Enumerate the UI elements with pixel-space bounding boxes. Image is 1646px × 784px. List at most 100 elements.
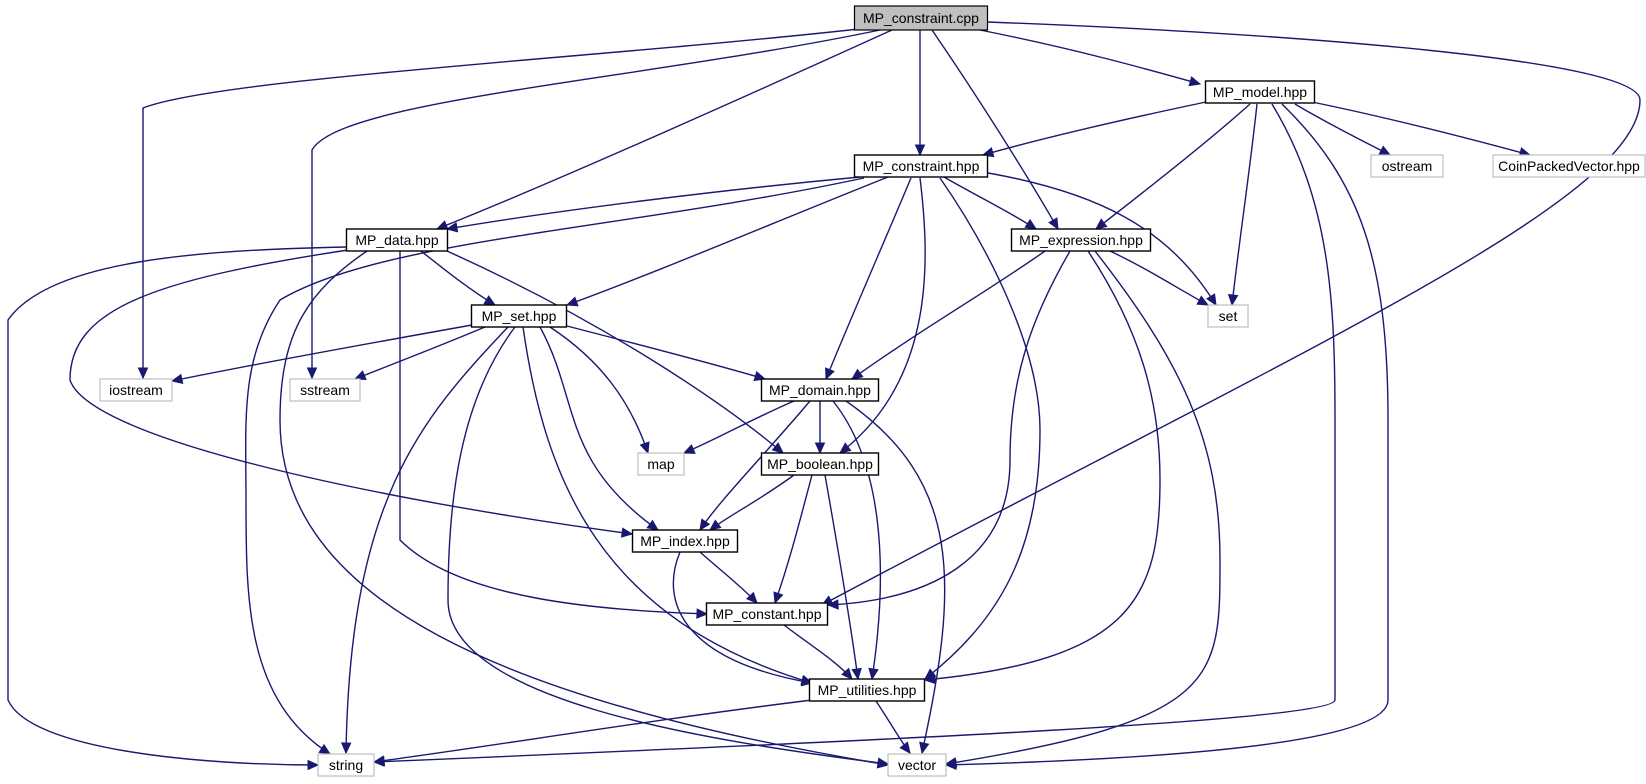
arrowhead-icon [851,368,864,380]
node-box [345,228,449,252]
arrowhead-icon [841,667,853,680]
node-label: MP_data.hpp [355,232,438,248]
edge-line [354,326,486,380]
edge-mp_set_hpp-to-mp_domain_hpp [566,325,767,382]
arrowhead-icon [914,144,926,157]
edge-mp_boolean_hpp-to-mp_utilities_hpp [824,474,862,681]
node-map: map [637,452,685,476]
edge-line [774,474,813,604]
node-label: MP_index.hpp [640,533,730,549]
edge-line [672,551,813,684]
arrowhead-icon [923,673,936,685]
node-set: set [1207,304,1249,328]
edge-line [1109,250,1209,306]
edge-line [821,21,1641,606]
edge-mp_model_hpp-to-set [1227,103,1258,307]
node-box [1010,228,1152,252]
edge-line [446,176,861,230]
node-label: ostream [1382,158,1433,174]
node-mp-constraint-cpp[interactable]: MP_constraint.cpp [853,5,989,31]
edge-mp_set_hpp-to-iostream [170,324,473,385]
edge-mp_boolean_hpp-to-mp_index_hpp [709,474,795,531]
node-box [637,452,685,476]
edge-line [851,250,1046,380]
arrowhead-icon [639,441,650,455]
arrowhead-icon [771,442,784,454]
node-box [808,678,926,702]
edge-line [522,326,813,684]
edge-line [244,177,865,755]
node-mp-boolean-hpp[interactable]: MP_boolean.hpp [760,452,880,476]
edge-mp_set_hpp-to-mp_index_hpp [539,326,659,531]
edge-line [373,699,813,763]
edge-line [824,474,859,680]
edge-line [142,27,869,378]
edge-mp_constraint_cpp-to-iostream [137,27,869,380]
arrowhead-icon [1196,295,1210,306]
edge-line [311,29,881,378]
edge-line [683,400,795,454]
edge-mp_expression_hpp-to-mp_utilities_hpp [923,250,1161,685]
edge-mp_boolean_hpp-to-mp_constant_hpp [773,474,813,605]
edges-layer [7,21,1641,771]
node-mp-domain-hpp[interactable]: MP_domain.hpp [760,378,880,402]
node-label: MP_constraint.cpp [863,10,979,26]
edge-mp_constraint_hpp-to-mp_data_hpp [445,176,861,233]
edge-line [549,326,649,454]
edge-mp_constraint_hpp-to-mp_expression_hpp [943,176,1038,230]
edge-mp_constraint_hpp-to-mp_boolean_hpp [839,177,926,454]
edge-line [1294,103,1391,156]
edge-line [69,249,633,535]
node-iostream: iostream [99,378,173,402]
node-mp-expression-hpp[interactable]: MP_expression.hpp [1010,228,1152,252]
arrowhead-icon [851,667,862,681]
node-label: map [647,456,674,472]
edge-line [436,29,893,230]
edge-line [171,324,473,382]
edge-mp_constraint_hpp-to-mp_domain_hpp [825,177,912,381]
node-label: MP_constraint.hpp [863,158,980,174]
edge-line [943,176,1037,230]
arrowhead-icon [340,742,352,755]
arrowhead-icon [696,608,709,619]
arrowhead-icon [1024,218,1038,230]
node-label: MP_set.hpp [482,308,557,324]
node-coinpackedvector-hpp: CoinPackedVector.hpp [1492,154,1646,178]
node-box [99,378,173,402]
edge-mp_data_hpp-to-mp_boolean_hpp [446,250,784,454]
edge-line [1311,101,1531,156]
arrowhead-icon [170,373,184,385]
edge-line [699,551,758,604]
edge-line [845,400,946,754]
node-mp-utilities-hpp[interactable]: MP_utilities.hpp [808,678,926,702]
arrowhead-icon [699,518,711,532]
edge-line [7,246,348,766]
node-label: MP_boolean.hpp [767,456,873,472]
arrowhead-icon [839,442,852,454]
edge-mp_data_hpp-to-mp_constant_hpp [399,251,709,619]
node-label: MP_expression.hpp [1019,232,1143,248]
node-box [470,304,568,328]
node-mp-index-hpp[interactable]: MP_index.hpp [631,529,739,553]
node-mp-constraint-hpp[interactable]: MP_constraint.hpp [853,154,989,178]
node-label: vector [898,757,936,773]
arrowhead-icon [1095,218,1108,230]
node-mp-constant-hpp[interactable]: MP_constant.hpp [705,602,829,626]
edge-line [945,103,1389,766]
node-label: set [1219,308,1238,324]
node-string: string [317,753,375,777]
node-mp-set-hpp[interactable]: MP_set.hpp [470,304,568,328]
edge-mp_expression_hpp-to-vector [944,250,1221,768]
node-box [1370,154,1444,178]
edge-line [699,400,811,531]
edge-line [979,29,1201,85]
edge-mp_model_hpp-to-ostream [1294,103,1392,156]
arrowhead-icon [318,743,332,755]
edge-line [566,325,766,380]
edge-line [825,177,912,380]
edge-mp_model_hpp-to-vector [944,103,1389,770]
edge-mp_index_hpp-to-mp_constant_hpp [699,551,758,604]
node-mp-data-hpp[interactable]: MP_data.hpp [345,228,449,252]
node-label: MP_utilities.hpp [818,682,917,698]
node-mp-model-hpp[interactable]: MP_model.hpp [1204,80,1316,104]
